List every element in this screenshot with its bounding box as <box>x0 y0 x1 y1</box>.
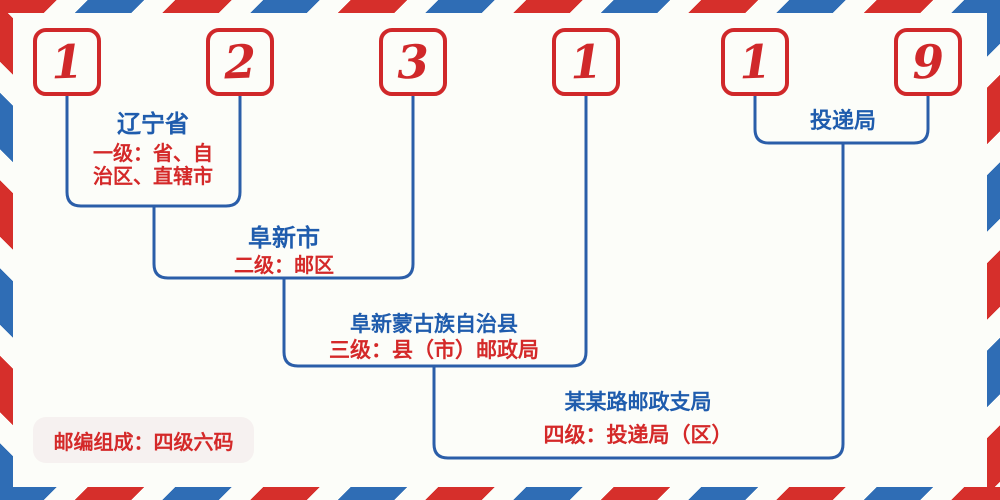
level-4-bracket <box>432 143 845 460</box>
level-2-name: 阜新市 <box>248 224 320 252</box>
digit-3: 3 <box>396 34 430 90</box>
airmail-border-right <box>987 0 1000 500</box>
digit-5: 1 <box>738 34 772 90</box>
digit-box-1: 1 <box>33 28 101 96</box>
airmail-border-bottom <box>0 487 1000 500</box>
digit-box-2: 2 <box>206 28 274 96</box>
level-3-name: 阜新蒙古族自治县 <box>350 312 518 336</box>
digit-2: 2 <box>223 34 257 90</box>
digit-box-4: 1 <box>552 28 620 96</box>
level-1-name: 辽宁省 <box>117 110 189 138</box>
level-1-block: 辽宁省 一级：省、自 治区、直辖市 <box>53 111 253 188</box>
composition-label-text: 邮编组成：四级六码 <box>53 429 234 454</box>
delivery-office-block: 投递局 <box>768 110 918 133</box>
digit-4: 1 <box>569 34 603 90</box>
delivery-office-name: 投递局 <box>809 109 876 134</box>
digit-6: 9 <box>911 34 945 90</box>
level-4-desc: 四级：投递局（区） <box>543 423 733 447</box>
airmail-border-top <box>0 0 1000 13</box>
level-4-block: 某某路邮政支局 四级：投递局（区） <box>456 391 820 446</box>
digit-box-5: 1 <box>721 28 789 96</box>
digit-1: 1 <box>50 34 84 90</box>
level-3-desc: 三级：县（市）邮政局 <box>329 338 539 362</box>
digit-box-3: 3 <box>379 28 447 96</box>
digit-box-6: 9 <box>894 28 962 96</box>
composition-label: 邮编组成：四级六码 <box>33 417 254 463</box>
level-3-block: 阜新蒙古族自治县 三级：县（市）邮政局 <box>283 313 585 362</box>
level-4-name: 某某路邮政支局 <box>564 390 712 414</box>
level-2-block: 阜新市 二级：邮区 <box>184 225 384 277</box>
level-1-desc-line-1: 一级：省、自 <box>93 141 213 165</box>
delivery-office-bracket <box>753 96 930 145</box>
airmail-border-left <box>0 0 13 500</box>
level-1-desc-line-2: 治区、直辖市 <box>93 164 213 188</box>
level-2-desc: 二级：邮区 <box>234 253 334 277</box>
